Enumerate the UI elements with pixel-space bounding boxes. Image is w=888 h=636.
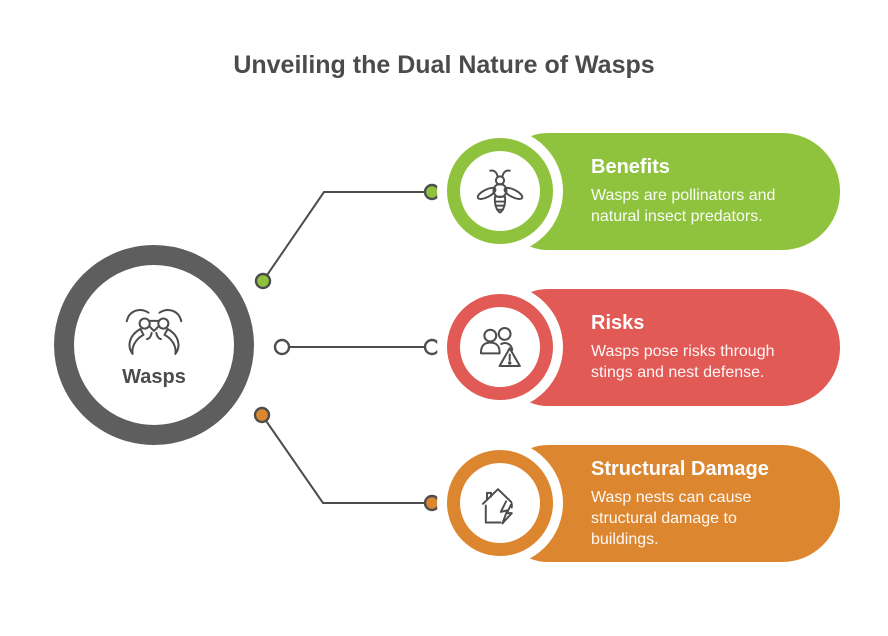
people-warning-icon bbox=[460, 307, 540, 387]
card-title: Risks bbox=[591, 312, 645, 334]
card-description: Wasp nests can cause structural damage t… bbox=[591, 488, 752, 548]
card-risks-badge bbox=[447, 294, 553, 400]
card-risks: Risks Wasps pose risks through stings an… bbox=[447, 289, 840, 406]
bee-icon bbox=[460, 151, 540, 231]
central-node: Wasps bbox=[54, 245, 254, 445]
card-benefits-body: Benefits Wasps are pollinators and natur… bbox=[500, 133, 840, 250]
card-description: Wasps pose risks through stings and nest… bbox=[591, 343, 775, 381]
connector-dot bbox=[423, 338, 441, 356]
connector-benefits bbox=[262, 191, 432, 282]
page-title: Unveiling the Dual Nature of Wasps bbox=[233, 51, 655, 79]
card-description: Wasps are pollinators and natural insect… bbox=[591, 187, 776, 225]
card-structural-damage-body: Structural Damage Wasp nests can cause s… bbox=[500, 445, 840, 562]
card-title: Structural Damage bbox=[591, 457, 769, 480]
card-benefits: Benefits Wasps are pollinators and natur… bbox=[447, 133, 840, 250]
damaged-house-icon bbox=[460, 463, 540, 543]
card-risks-body: Risks Wasps pose risks through stings an… bbox=[500, 289, 840, 406]
central-node-label: Wasps bbox=[122, 366, 186, 388]
connector-structural bbox=[261, 414, 432, 504]
wasp-icon bbox=[119, 301, 189, 357]
connector-dot bbox=[254, 272, 272, 290]
card-structural-damage: Structural Damage Wasp nests can cause s… bbox=[447, 445, 840, 562]
connector-dot bbox=[423, 183, 441, 201]
connector-dot bbox=[423, 494, 441, 512]
card-benefits-badge bbox=[447, 138, 553, 244]
card-structural-damage-badge bbox=[447, 450, 553, 556]
connector-dot bbox=[253, 406, 271, 424]
connector-dot bbox=[273, 338, 291, 356]
card-title: Benefits bbox=[591, 156, 670, 178]
